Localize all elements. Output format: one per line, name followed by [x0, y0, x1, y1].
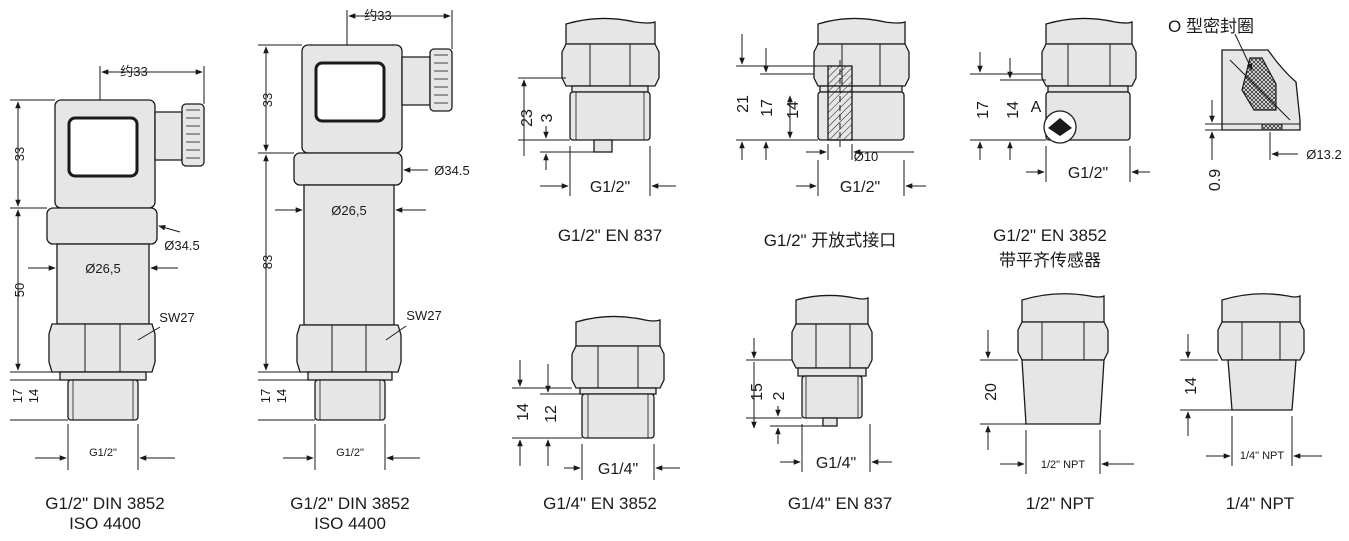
fitting-8-caption: G1/4" EN 837: [750, 494, 930, 514]
fitting-1-caption: G1/2" DIN 3852 ISO 4400: [10, 494, 200, 534]
fitting-3-dim-h1: 23: [519, 109, 536, 127]
fitting-10-caption: 1/4" NPT: [1190, 494, 1330, 514]
fitting-1-drawing: 约33 33 50 17 14 Ø26,5 Ø34.5 SW27 G1/2": [10, 64, 205, 470]
fitting-1-dim-h4: 14: [26, 389, 41, 403]
fitting-1-thread-label: G1/2": [89, 447, 117, 459]
fitting-2-sw: SW27: [406, 308, 441, 323]
fitting-3-drawing: 23 3 G1/2": [518, 17, 676, 196]
fitting-4-drawing: 21 17 14 Ø10 G1/2": [735, 17, 926, 196]
fitting-7-drawing: 14 12 G1/4": [512, 315, 680, 480]
fitting-10-thread-label: 1/4" NPT: [1240, 450, 1285, 462]
fitting-5-caption: G1/2" EN 3852 带平齐传感器: [960, 226, 1140, 271]
fitting-4-caption-line1: G1/2" 开放式接口: [763, 231, 897, 250]
fitting-1-dia1: Ø26,5: [85, 261, 120, 276]
fitting-1-thread: [67, 379, 139, 421]
fitting-7-caption-line1: G1/4" EN 3852: [543, 494, 657, 513]
fitting-5-thread-label: G1/2": [1068, 165, 1108, 182]
fitting-9-caption: 1/2" NPT: [990, 494, 1130, 514]
fitting-1-dim-h3: 17: [10, 389, 25, 403]
fitting-1-approx-label: 约33: [120, 64, 147, 79]
fitting-5-detail-label: A: [1031, 99, 1042, 116]
fitting-3-caption: G1/2" EN 837: [520, 226, 700, 246]
fitting-10-dim-h1: 14: [1183, 377, 1200, 395]
fitting-1-caption-line1: G1/2" DIN 3852: [45, 494, 165, 513]
fitting-2-dim-h2: 83: [260, 255, 275, 269]
fitting-2-dim-h3: 17: [258, 389, 273, 403]
fitting-1-dim-h1: 33: [12, 147, 27, 161]
fitting-4-caption: G1/2" 开放式接口: [720, 226, 940, 251]
oring-caption-line1: O 型密封圈: [1168, 17, 1254, 36]
oring-dia: Ø13.2: [1306, 147, 1341, 162]
fitting-5-caption-line1: G1/2" EN 3852: [993, 226, 1107, 245]
fitting-8-drawing: 15 2 G1/4": [746, 294, 892, 472]
oring-caption: O 型密封圈: [1168, 12, 1254, 37]
fitting-3-thread-label: G1/2": [590, 179, 630, 196]
fitting-2-caption: G1/2" DIN 3852 ISO 4400: [255, 494, 445, 534]
oring-detail-drawing: 0.9 Ø13.2: [1205, 33, 1342, 191]
fitting-1-hex: [48, 323, 156, 373]
fitting-1-dim-h2: 50: [12, 283, 27, 297]
fitting-4-dim-h1: 21: [735, 95, 752, 113]
fitting-2-caption-line1: G1/2" DIN 3852: [290, 494, 410, 513]
fitting-4-dim-h2: 17: [759, 99, 776, 117]
fitting-2-dim-h1: 33: [260, 93, 275, 107]
fitting-4-thread-label: G1/2": [840, 179, 880, 196]
fitting-2-drawing: 约33 33 83 17 14 Ø26,5 Ø34.5 SW27 G1/2": [258, 8, 470, 470]
fitting-1-dia2: Ø34.5: [164, 238, 199, 253]
fitting-3-caption-line1: G1/2" EN 837: [557, 226, 663, 245]
fitting-7-dim-h1: 14: [515, 403, 532, 421]
fitting-10-npt-thread: [1227, 359, 1297, 411]
fitting-2-dia1: Ø26,5: [331, 203, 366, 218]
fitting-7-thread-label: G1/4": [598, 461, 638, 478]
fitting-1-caption-line2: ISO 4400: [69, 514, 141, 533]
fitting-2-caption-line2: ISO 4400: [314, 514, 386, 533]
fitting-7-dim-h2: 12: [543, 405, 560, 423]
fitting-8-caption-line1: G1/4" EN 837: [787, 494, 893, 513]
fitting-4-dim-h3: 14: [785, 101, 802, 119]
fitting-9-npt-thread: [1021, 359, 1105, 425]
fitting-3-dim-h2: 3: [539, 113, 556, 122]
fitting-8-dim-h1: 15: [749, 383, 766, 401]
fitting-4-dia: Ø10: [854, 149, 879, 164]
fitting-1-cable-gland: [181, 103, 205, 167]
fitting-5-dim-h2: 14: [1005, 101, 1022, 119]
fitting-9-dim-h1: 20: [983, 383, 1000, 401]
fitting-1-sw: SW27: [159, 310, 194, 325]
fitting-10-caption-line1: 1/4" NPT: [1225, 494, 1295, 513]
fitting-9-drawing: 20 1/2" NPT: [980, 293, 1134, 474]
fitting-1-collar: [46, 207, 158, 245]
fitting-2-approx-label: 约33: [364, 8, 391, 23]
fitting-2-thread-label: G1/2": [336, 447, 364, 459]
fitting-8-dim-h2: 2: [771, 391, 788, 400]
oring-dim-h1: 0.9: [1207, 169, 1224, 191]
fitting-7-caption: G1/4" EN 3852: [510, 494, 690, 514]
fitting-2-dim-h4: 14: [274, 389, 289, 403]
fitting-5-dim-h1: 17: [975, 101, 992, 119]
fitting-2-dia2: Ø34.5: [434, 163, 469, 178]
fitting-2-housing: [303, 184, 395, 326]
fitting-5-drawing: 17 14 A G1/2": [970, 17, 1150, 182]
fitting-9-thread-label: 1/2" NPT: [1041, 459, 1086, 471]
fitting-1-housing: [56, 243, 150, 325]
fitting-10-drawing: 14 1/4" NPT: [1180, 293, 1322, 466]
fitting-1-connector-window: [67, 116, 139, 178]
fitting-5-caption-line2: 带平齐传感器: [999, 251, 1101, 270]
fitting-8-thread-label: G1/4": [816, 455, 856, 472]
fitting-9-caption-line1: 1/2" NPT: [1025, 494, 1095, 513]
